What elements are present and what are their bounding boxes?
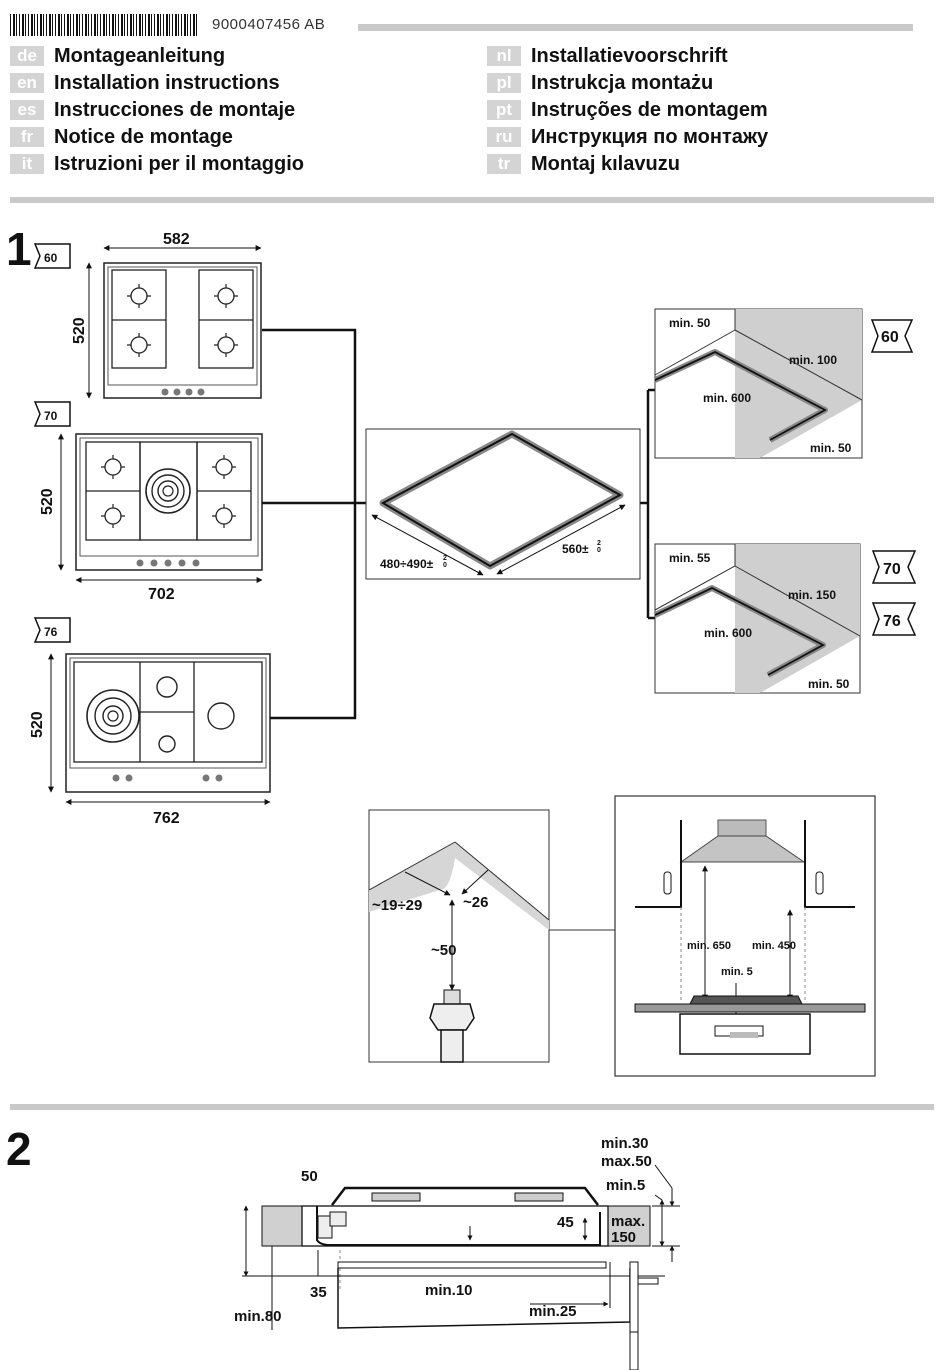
clearance-label: min. 50 (808, 677, 850, 691)
connector-lines (262, 328, 655, 720)
document-number: 9000407456 AB (212, 16, 326, 33)
language-code: en (10, 73, 44, 93)
language-title: Montaj kılavuzu (531, 152, 680, 175)
hood-clearance-label: min. 450 (752, 940, 796, 952)
language-title: Montageanleitung (54, 44, 226, 67)
section-divider (10, 197, 934, 203)
language-title: Инструкция по монтажу (531, 125, 769, 148)
step-number: 1 (6, 223, 32, 275)
language-title: Instrukcja montażu (531, 71, 714, 94)
language-row: de Montageanleitung (10, 44, 304, 68)
language-list-right: nl Installatievoorschrift pl Instrukcja mo… (487, 44, 768, 176)
step2-label: 45 (557, 1214, 574, 1231)
language-code: de (10, 46, 44, 66)
tag-label: 70 (883, 561, 901, 578)
step2-label: min.10 (425, 1282, 473, 1299)
language-row: en Installation instructions (10, 71, 304, 95)
hob-60: 582 520 (71, 231, 262, 399)
clearance-label: min. 100 (789, 353, 837, 367)
size-tag-76: 76 (33, 617, 71, 643)
language-row: es Instrucciones de montaje (10, 98, 304, 122)
step2-label: min.5 (606, 1177, 645, 1194)
clearance-label: min. 600 (703, 391, 751, 405)
step2-section-diagram: min.30 max.50 min.5 50 45 max. 150 35 mi… (234, 1135, 680, 1370)
step2-label: max.50 (601, 1153, 652, 1170)
dimension-label: 762 (153, 810, 180, 827)
language-code: pl (487, 73, 521, 93)
language-code: fr (10, 127, 44, 147)
step-number: 2 (6, 1123, 32, 1175)
tag-label: 60 (44, 251, 58, 265)
language-list-left: de Montageanleitung en Installation instru… (10, 44, 304, 176)
step1-diagram: 60 582 520 70 (29, 231, 917, 1077)
language-row: ru Инструкция по монтажу (487, 125, 768, 149)
dimension-label: 520 (29, 711, 46, 738)
clearance-label: min. 55 (669, 551, 711, 565)
step2-label: 150 (611, 1229, 636, 1246)
clearance-label: min. 150 (788, 588, 836, 602)
step2-label: min.80 (234, 1308, 282, 1325)
hood-clearance-label: min. 650 (687, 940, 731, 952)
language-code: ru (487, 127, 521, 147)
language-title: Installatievoorschrift (531, 44, 728, 67)
language-code: it (10, 154, 44, 174)
header-rule (358, 24, 913, 31)
language-code: nl (487, 46, 521, 66)
hob-70: 702 520 (39, 433, 263, 603)
step2-label: 35 (310, 1284, 327, 1301)
step2-label: 50 (301, 1168, 318, 1185)
hob-76: 762 520 (29, 653, 271, 827)
gas-connection-diagram: ~19÷29 ~26 ~50 (368, 809, 550, 1063)
language-row: pl Instrukcja montażu (487, 71, 768, 95)
gas-dimension-label: ~50 (431, 942, 456, 959)
language-title: Installation instructions (54, 71, 280, 94)
cutout-depth-label: 480÷490± (380, 557, 434, 571)
size-tag-70: 70 (33, 401, 71, 427)
tag-label: 60 (881, 329, 899, 346)
clearance-label: min. 600 (704, 626, 752, 640)
size-tag-60: 60 (33, 243, 71, 269)
dimension-label: 582 (163, 231, 190, 248)
language-title: Instrucciones de montaje (54, 98, 296, 121)
language-title: Instruções de montagem (531, 98, 768, 121)
clearance-diagram-60: min. 50 min. 100 min. 600 min. 50 60 (653, 308, 914, 459)
hood-clearance-diagram: min. 650 min. 450 min. 5 (614, 795, 876, 1077)
section-divider (10, 1104, 934, 1110)
hood-clearance-label: min. 5 (721, 966, 753, 978)
dimension-label: 520 (39, 488, 56, 515)
tag-label: 76 (44, 625, 58, 639)
language-row: it Istruzioni per il montaggio (10, 152, 304, 176)
language-code: es (10, 100, 44, 120)
language-title: Notice de montage (54, 125, 233, 148)
language-row: pt Instruções de montagem (487, 98, 768, 122)
tag-label: 76 (883, 613, 901, 630)
dimension-label: 520 (71, 317, 88, 344)
tag-label: 70 (44, 409, 58, 423)
cutout-width-label: 560± (562, 542, 589, 556)
clearance-label: min. 50 (669, 316, 711, 330)
language-title: Istruzioni per il montaggio (54, 152, 304, 175)
clearance-label: min. 50 (810, 441, 852, 455)
dimension-label: 702 (148, 586, 175, 603)
gas-dimension-label: ~19÷29 (372, 897, 422, 914)
step2-label: min.30 (601, 1135, 649, 1152)
clearance-diagram-70-76: min. 55 min. 150 min. 600 min. 50 70 76 (653, 543, 917, 694)
language-code: pt (487, 100, 521, 120)
barcode (10, 14, 198, 36)
gas-dimension-label: ~26 (463, 894, 488, 911)
language-row: tr Montaj kılavuzu (487, 152, 768, 176)
language-row: nl Installatievoorschrift (487, 44, 768, 68)
language-row: fr Notice de montage (10, 125, 304, 149)
step2-label: max. (611, 1213, 645, 1230)
step2-label: min.25 (529, 1303, 577, 1320)
language-code: tr (487, 154, 521, 174)
